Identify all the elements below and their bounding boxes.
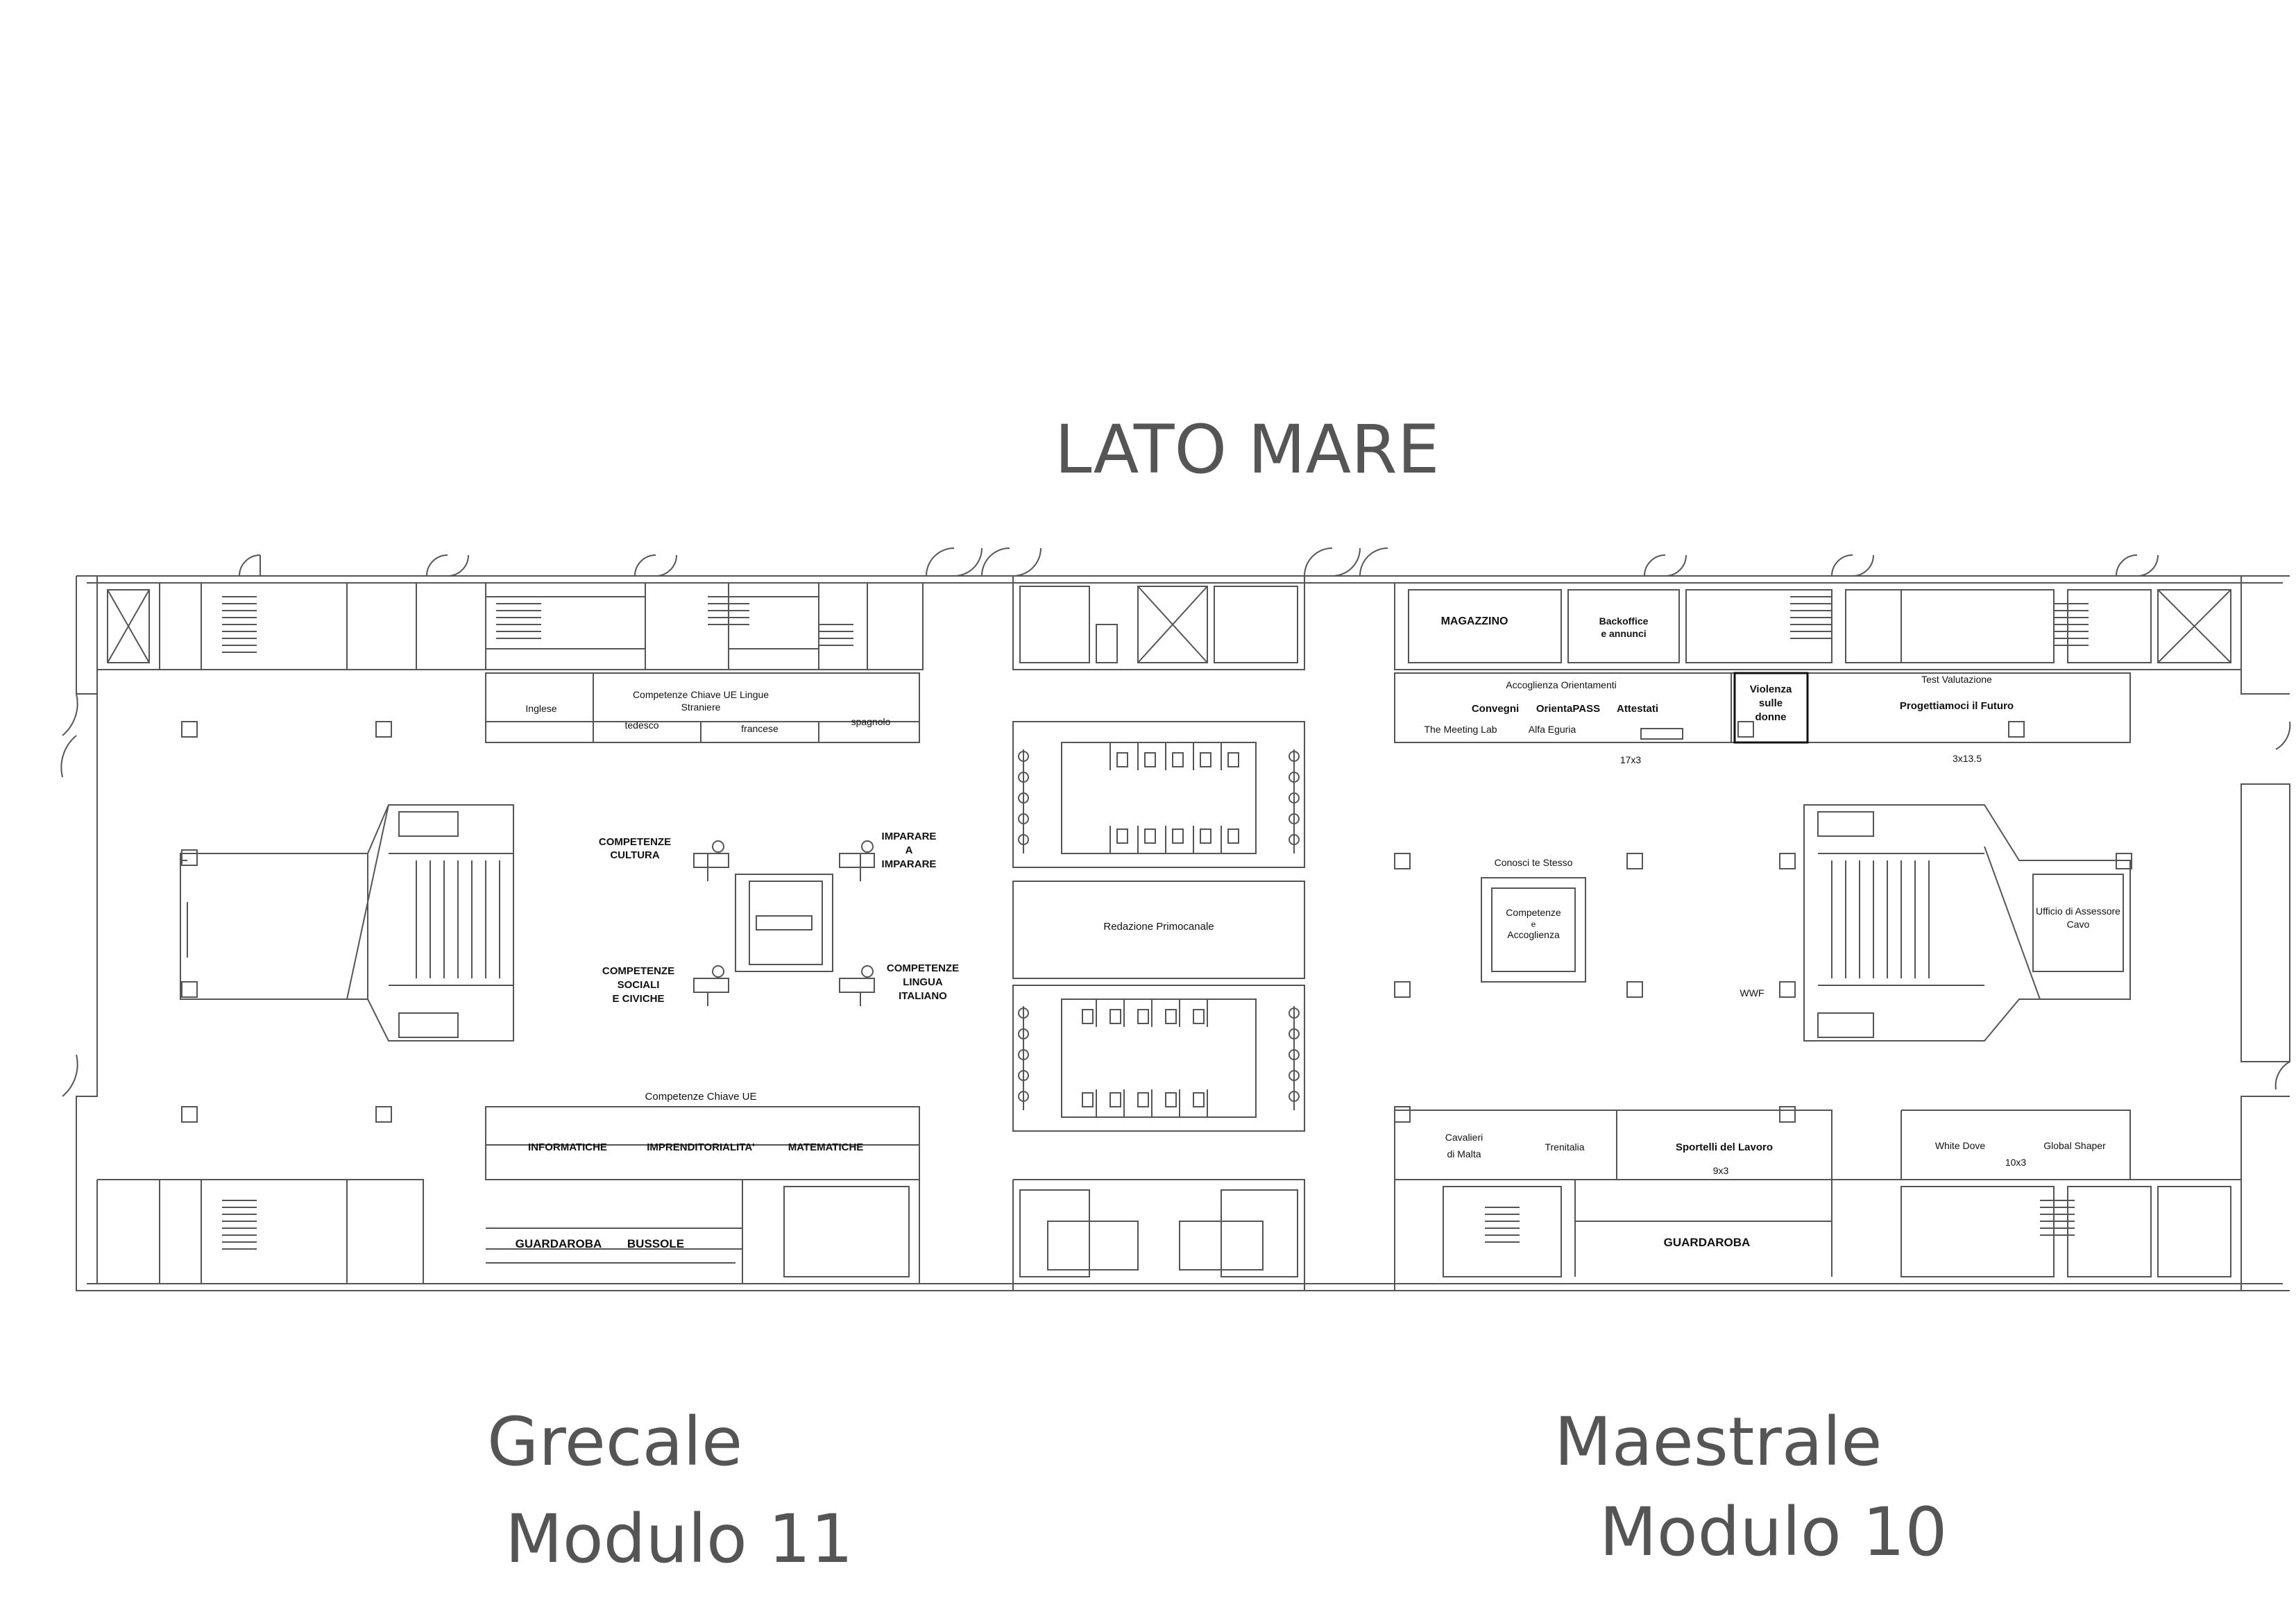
label-lingua-3: ITALIANO [899,990,947,1002]
label-10x3: 10x3 [2005,1157,2027,1168]
escalator-left [180,804,514,1042]
label-imparare-2: A [905,844,913,856]
label-alfa-eguria: Alfa Eguria [1529,724,1576,735]
label-meeting-lab: The Meeting Lab [1424,724,1497,735]
label-imparare-1: IMPARARE [882,831,937,842]
label-backoffice-2: e annunci [1601,628,1646,639]
label-3x13: 3x13.5 [1953,753,1982,764]
label-bussole: BUSSOLE [627,1237,684,1250]
label-violenza-1: Violenza [1750,683,1792,695]
label-orientapass: OrientaPASS [1536,703,1600,715]
counter-lingue [485,672,920,743]
label-global-shaper: Global Shaper [2043,1140,2106,1151]
label-accoglienza-orientamenti: Accoglienza Orientamenti [1506,679,1617,690]
label-cultura-2: CULTURA [610,849,660,861]
label-redazione: Redazione Primocanale [1103,921,1214,933]
label-9x3: 9x3 [1713,1165,1729,1176]
label-competenze-ue: Competenze Chiave UE [645,1091,757,1103]
heading-modulo-11: Modulo 11 [505,1500,853,1578]
label-violenza-2: sulle [1759,697,1783,709]
label-convegni: Convegni [1472,703,1519,715]
north-rooms-right [1394,583,2241,670]
label-sportelli: Sportelli del Lavoro [1676,1141,1773,1153]
label-cavalieri-2: di Malta [1447,1148,1481,1159]
hub-accoglienza [1481,877,1586,983]
heading-grecale: Grecale [487,1403,743,1481]
label-cultura-1: COMPETENZE [599,836,671,848]
label-tedesco: tedesco [624,720,658,731]
label-inglese: Inglese [525,703,556,714]
label-imparare-3: IMPARARE [882,858,937,870]
label-test-valutazione: Test Valutazione [1921,674,1992,685]
label-matematiche: MATEMATICHE [788,1141,864,1153]
label-competenze-hub: Competenze [1506,907,1561,918]
label-ufficio-1: Ufficio di Assessore [2036,906,2120,917]
hub-table [735,874,833,972]
label-magazzino: MAGAZZINO [1441,615,1508,627]
label-lingua-1: COMPETENZE [887,962,959,974]
label-imprenditorialita: IMPRENDITORIALITA' [647,1141,755,1153]
label-guardaroba-left: GUARDAROBA [516,1237,602,1250]
label-sociali-3: E CIVICHE [612,993,664,1005]
label-trenitalia: Trenitalia [1545,1141,1584,1153]
label-francese: francese [741,723,779,734]
label-sociali-2: SOCIALI [618,979,660,991]
heading-lato-mare: LATO MARE [1055,411,1440,488]
label-attestati: Attestati [1617,703,1658,715]
label-lingue-title-1: Competenze Chiave UE Lingue [633,689,769,700]
label-sociali-1: COMPETENZE [602,965,674,977]
label-accoglienza-hub: Accoglienza [1507,929,1560,940]
label-cavalieri-1: Cavalieri [1445,1132,1483,1143]
label-spagnolo: spagnolo [851,716,891,727]
north-rooms-left [96,583,924,670]
label-progettiamoci: Progettiamoci il Futuro [1900,700,2014,712]
restroom-block [1012,721,1305,1132]
label-white-dove: White Dove [1935,1140,1986,1151]
label-17x3: 17x3 [1620,754,1642,765]
label-guardaroba-right: GUARDAROBA [1664,1236,1751,1249]
label-lingue-title-2: Straniere [681,702,721,713]
label-wwf: WWF [1740,987,1764,999]
label-lingua-2: LINGUA [903,976,943,988]
escalator-right [1803,804,2131,1042]
label-violenza-3: donne [1755,711,1787,723]
south-rooms-right [1394,1110,2241,1291]
label-backoffice-1: Backoffice [1599,615,1649,627]
label-informatiche: INFORMATICHE [528,1141,607,1153]
heading-modulo-10: Modulo 10 [1599,1493,1948,1571]
label-conosci: Conosci te Stesso [1495,857,1573,868]
label-e: e [1531,919,1536,929]
label-ufficio-2: Cavo [2067,919,2090,930]
south-rooms-left [96,1179,920,1284]
counter-orientamenti [1394,672,2131,743]
heading-maestrale: Maestrale [1554,1403,1882,1481]
